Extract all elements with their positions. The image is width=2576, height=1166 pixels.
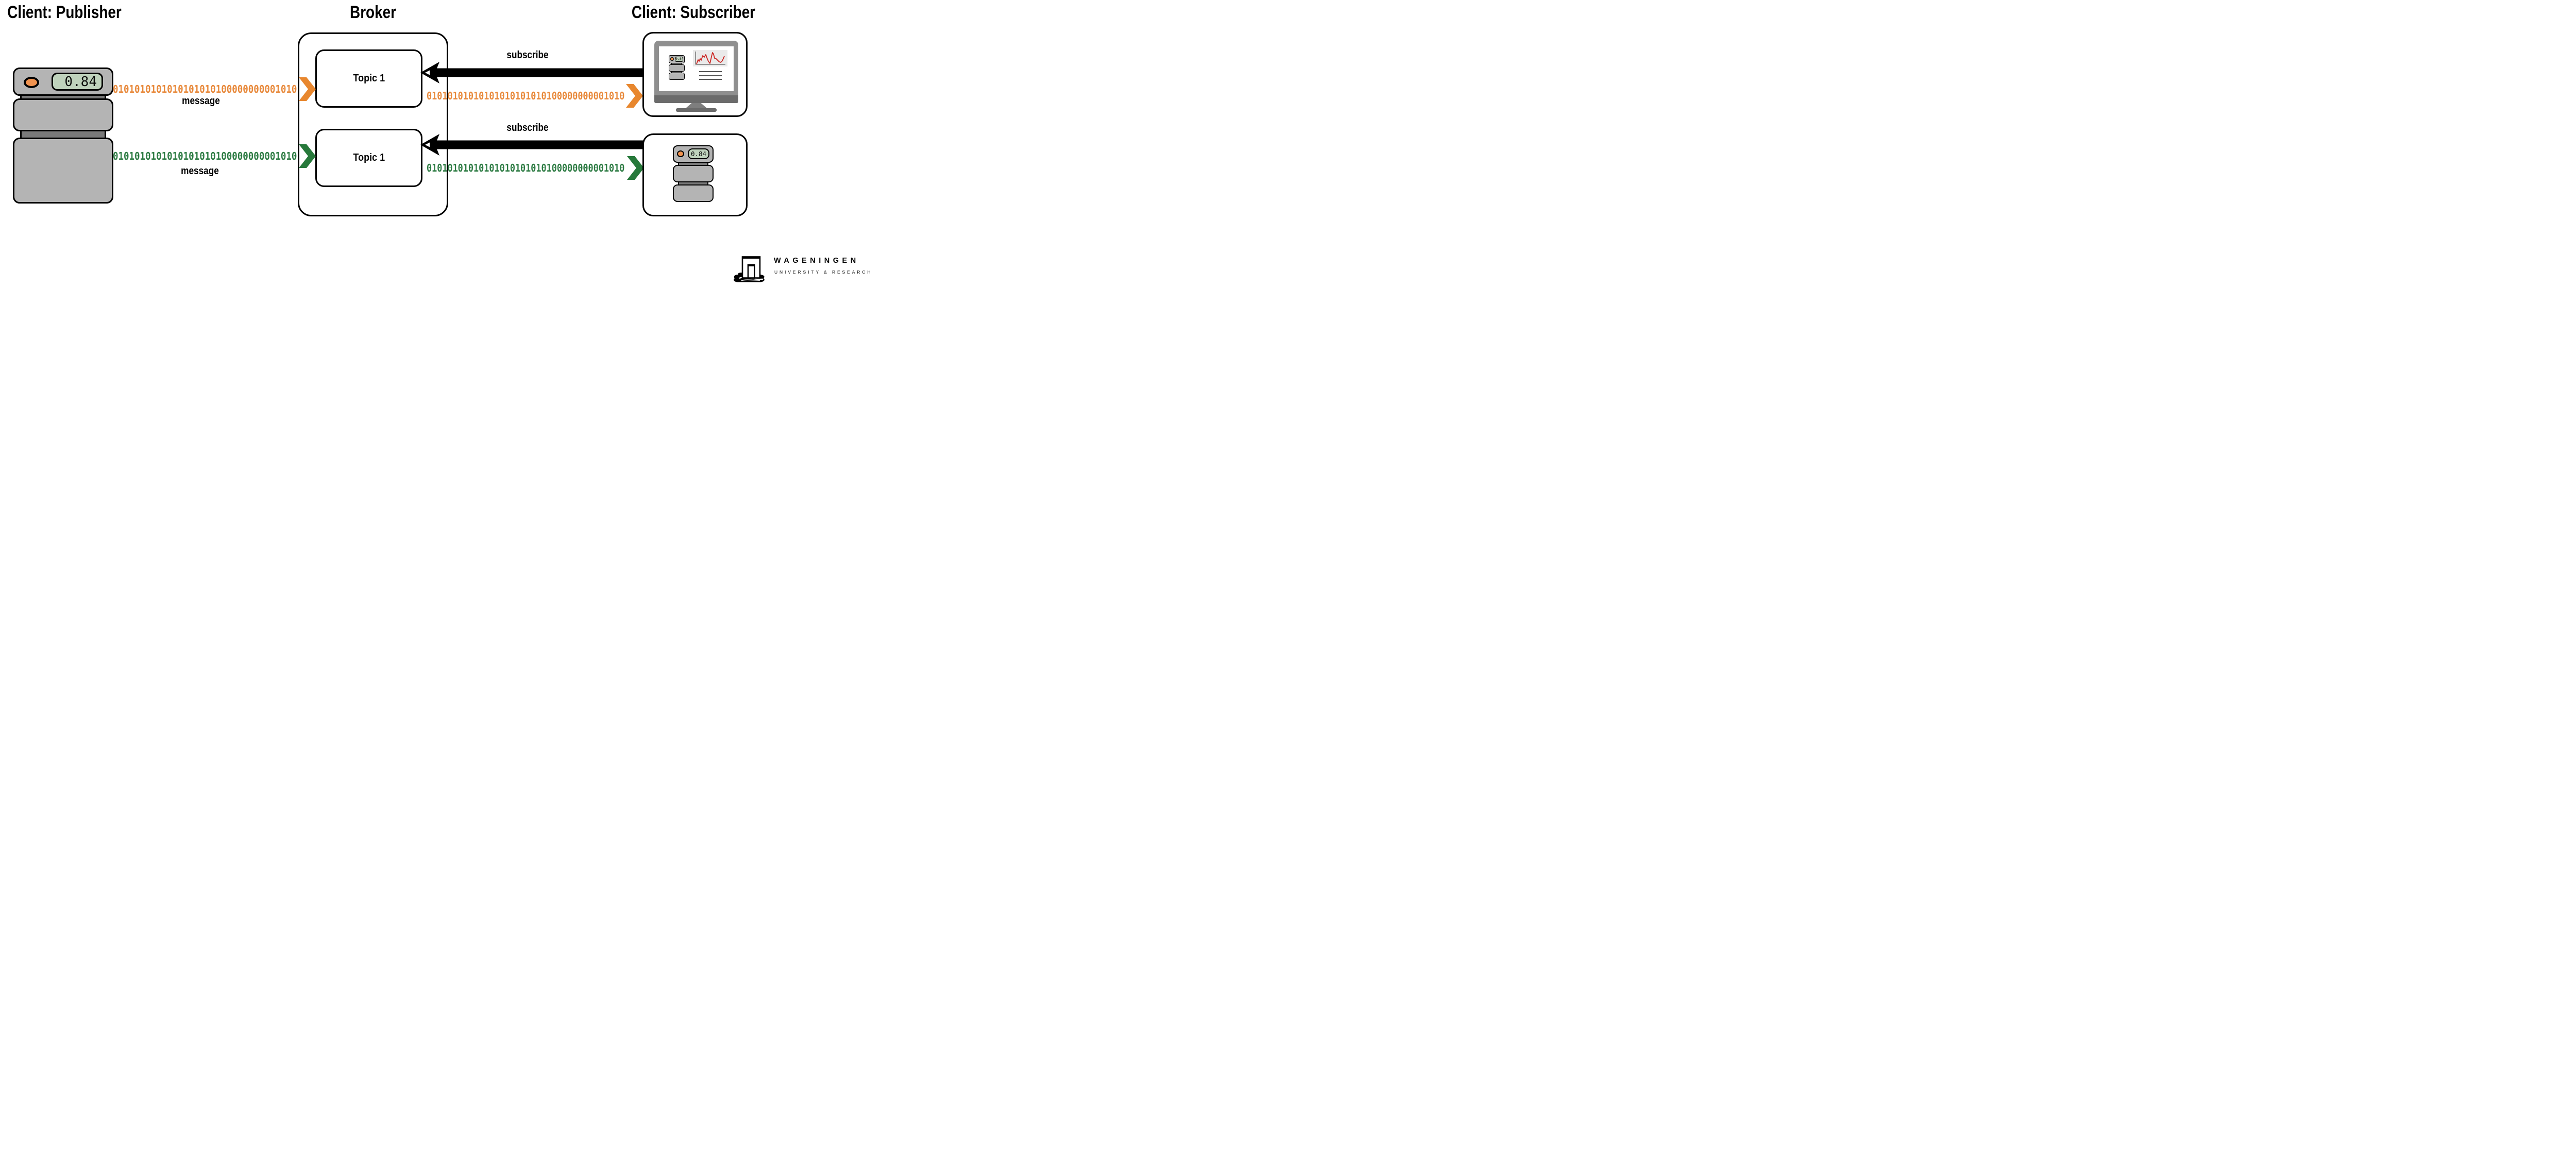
chart-line <box>696 52 725 64</box>
chart-svg <box>695 52 725 65</box>
logo-subtitle: UNIVERSITY & RESEARCH <box>774 269 873 275</box>
wageningen-logo <box>732 256 881 284</box>
device-middle-unit <box>12 98 113 131</box>
lcd-value: 0.84 <box>64 74 97 90</box>
page-title-subscriber: Client: Subscriber <box>631 3 756 22</box>
lcd-display: 0.84 <box>688 148 709 159</box>
screen-chart <box>693 50 727 66</box>
logo-title: WAGENINGEN <box>774 257 859 265</box>
topic-box-1: Topic 1 <box>315 49 422 108</box>
page-title-broker: Broker <box>350 3 396 22</box>
device-bottom-unit <box>12 138 113 204</box>
subscribe-arrow-icon <box>420 133 643 156</box>
topic-label: Topic 1 <box>353 73 385 84</box>
chevron-right-icon <box>627 156 644 180</box>
topic-label: Topic 1 <box>353 152 385 163</box>
subscriber-device-mid <box>673 164 714 182</box>
led-indicator-icon <box>670 57 674 61</box>
chevron-right-icon <box>299 77 316 101</box>
publisher-device: 0.84 <box>12 67 113 204</box>
lcd-display: 0.84 <box>51 72 103 91</box>
page-title-publisher: Client: Publisher <box>7 3 122 22</box>
topic-box-2: Topic 1 <box>315 129 422 187</box>
screen-text-line <box>699 71 722 73</box>
chevron-right-icon <box>299 144 316 168</box>
subscribe-label: subscribe <box>506 49 549 61</box>
subscriber-device-bottom <box>673 184 714 202</box>
led-indicator-icon <box>23 76 39 88</box>
lcd-value: 0.84 <box>690 149 707 158</box>
screen-text-line <box>699 79 722 80</box>
chevron-right-icon <box>626 83 643 108</box>
bit-stream-publish-green: 0101010101010101010100000000001010 <box>113 149 297 162</box>
bit-stream-deliver-orange: 01010101010101010101010100000000001010 <box>427 89 625 102</box>
monitor-stand <box>686 103 707 108</box>
bit-stream-deliver-green: 01010101010101010101010100000000001010 <box>427 161 625 174</box>
logo-mark-icon <box>734 256 765 282</box>
monitor-base <box>676 108 717 112</box>
subscribe-arrow-icon <box>420 61 643 83</box>
screen-lcd: 0.84 <box>675 57 684 62</box>
led-indicator-icon <box>676 150 684 157</box>
monitor-chin <box>654 95 738 103</box>
screen-text-line <box>699 75 722 76</box>
subscribe-label: subscribe <box>506 122 549 133</box>
screen-device-bottom <box>668 73 685 80</box>
screen-device-mid <box>668 64 685 72</box>
diagram-canvas: Client: Publisher Broker Client: Subscri… <box>0 0 889 292</box>
bit-stream-publish-orange: 0101010101010101010100000000001010 <box>113 82 297 95</box>
message-label: message <box>182 95 220 107</box>
message-label: message <box>181 165 219 177</box>
